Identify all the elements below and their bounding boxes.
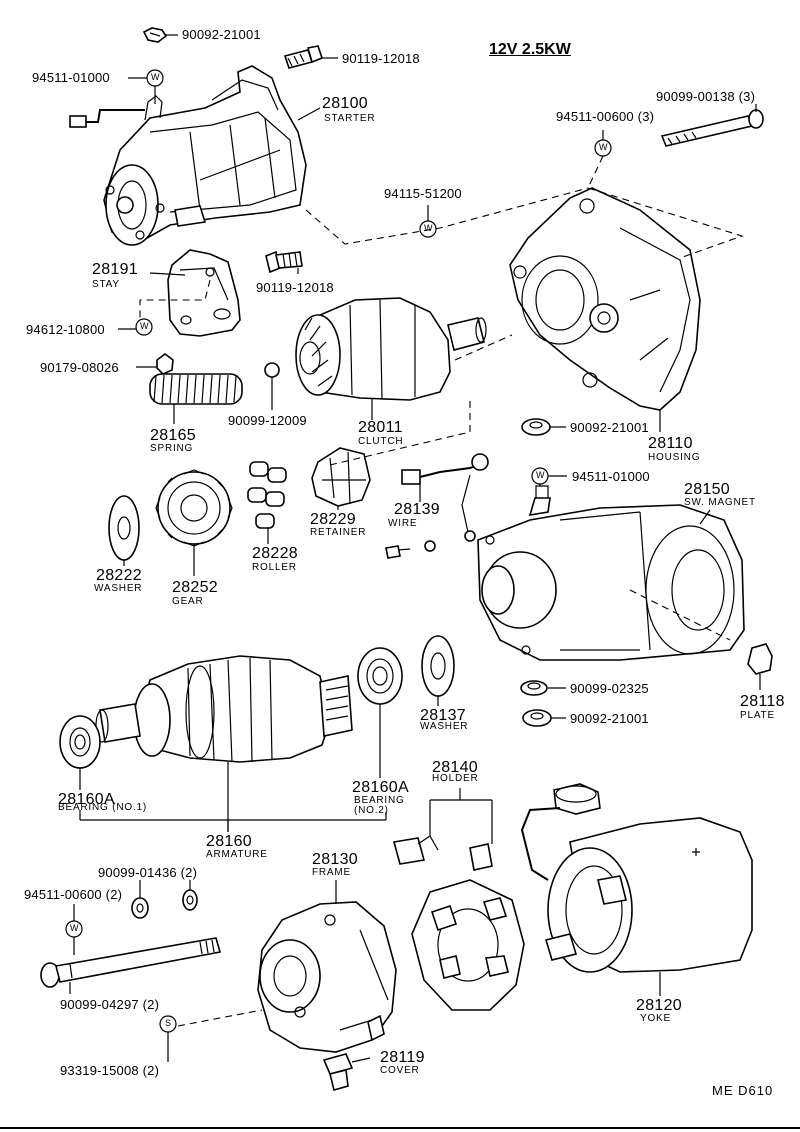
part-number-magnet: 28150: [684, 481, 730, 498]
part-number-plate: 28118: [740, 693, 785, 710]
diagram-code: ME D610: [712, 1083, 774, 1098]
part-number-nut-housing: 90092-21001: [570, 420, 649, 435]
part-number-screw: 93319-15008 (2): [60, 1063, 160, 1078]
washer-symbol-magnet: W: [536, 470, 546, 480]
part-name-frame: FRAME: [312, 867, 351, 878]
part-number-through-bolt: 90099-04297 (2): [60, 997, 160, 1012]
part-name-holder: HOLDER: [432, 773, 479, 784]
housing-drawing: [509, 187, 701, 411]
stay-bracket-drawing: [167, 249, 241, 337]
washer-symbol-bolt: W: [70, 923, 80, 933]
gear-washer-drawing: [108, 469, 233, 561]
yoke-drawing: [520, 783, 753, 973]
part-name-bearing1: BEARING (NO.1): [58, 802, 147, 813]
part-name-magnet: SW. MAGNET: [684, 497, 756, 508]
frame-washers-drawing: [131, 889, 198, 919]
bolt-stay-drawing: [265, 250, 303, 274]
rollers-drawing: [247, 461, 287, 529]
part-name-washer-arm: WASHER: [420, 721, 469, 732]
frame-drawing: [257, 901, 397, 1053]
part-name-stay: STAY: [92, 279, 120, 290]
part-number-bolt-top: 90119-12018: [342, 51, 420, 66]
clutch-drawing: [295, 297, 487, 401]
part-number-long-bolt: 90099-00138 (3): [656, 89, 756, 104]
part-name-washer-gear: WASHER: [94, 583, 143, 594]
part-number-clutch: 28011: [358, 419, 403, 436]
part-number-nut-magnet: 90092-21001: [570, 711, 649, 726]
dashed-assembly-lines: [139, 155, 744, 1027]
part-number-wire: 28139: [394, 501, 440, 518]
part-number-washer-mid: 94115-51200: [384, 186, 462, 201]
part-number-washer-gear: 28222: [96, 567, 142, 584]
part-number-retainer: 28229: [310, 511, 356, 528]
part-name-yoke: YOKE: [640, 1013, 671, 1024]
bolt-top-drawing: [283, 45, 323, 69]
cover-drawing: [322, 1053, 354, 1091]
part-number-spring: 28165: [150, 427, 196, 444]
washer-symbol-stay: W: [140, 321, 150, 331]
armature-drawing: [95, 655, 353, 763]
part-number-cover: 28119: [380, 1049, 425, 1066]
part-name-cover: COVER: [380, 1065, 420, 1076]
spring-drawing: [149, 373, 243, 405]
small-nut-ball-drawing: [156, 353, 280, 378]
part-name-plate: PLATE: [740, 710, 775, 721]
part-number-bearing2: 28160A: [352, 779, 409, 796]
through-bolt-drawing: [40, 937, 222, 988]
long-bolt-drawing: [660, 109, 764, 147]
part-number-gear: 28252: [172, 579, 218, 596]
part-number-frame: 28130: [312, 851, 358, 868]
diagram-title: 12V 2.5KW: [489, 41, 571, 58]
screw-symbol: S: [165, 1018, 172, 1028]
part-name-starter: STARTER: [324, 113, 376, 124]
part-name-housing: HOUSING: [648, 452, 701, 463]
part-number-roller: 28228: [252, 545, 298, 562]
part-number-ball: 90099-12009: [228, 413, 307, 428]
part-number-armature: 28160: [206, 833, 252, 850]
part-name-retainer: RETAINER: [310, 527, 367, 538]
part-name-bearing2-line2: (NO.2): [354, 805, 389, 816]
part-number-small-nut: 90179-08026: [40, 360, 119, 375]
part-name-armature: ARMATURE: [206, 849, 268, 860]
part-number-bolt-stay: 90119-12018: [256, 280, 334, 295]
part-name-gear: GEAR: [172, 596, 204, 607]
part-name-spring: SPRING: [150, 443, 194, 454]
part-number-washer-magnet: 94511-01000: [572, 469, 650, 484]
washer-symbol-mid: W: [424, 223, 434, 233]
part-number-washer-bolt: 94511-00600 (2): [24, 887, 123, 902]
plate-drawing: [747, 643, 773, 675]
bearings-drawing: [59, 635, 455, 769]
starter-assembly-drawing: [69, 65, 307, 246]
part-number-lock-washer: 90099-02325: [570, 681, 649, 696]
part-name-bearing2: BEARING: [354, 795, 405, 806]
washer-symbol-long: W: [599, 142, 609, 152]
part-number-nut-top: 90092-21001: [182, 27, 261, 42]
part-name-roller: ROLLER: [252, 562, 297, 573]
part-number-stay: 28191: [92, 261, 138, 278]
holder-drawing: [392, 799, 525, 1011]
retainer-drawing: [311, 447, 371, 507]
part-number-washer-frame: 90099-01436 (2): [98, 865, 198, 880]
part-number-washer-starter: 94511-01000: [32, 70, 110, 85]
nut-top-drawing: [142, 27, 168, 43]
part-number-housing: 28110: [648, 435, 693, 452]
part-name-wire: WIRE: [388, 518, 418, 529]
part-number-washer-stay: 94612-10800: [26, 322, 105, 337]
wire-drawing: [401, 453, 489, 542]
screws-drawing: [385, 540, 436, 559]
part-number-washer-arm: 28137: [420, 707, 466, 724]
part-number-holder: 28140: [432, 759, 478, 776]
washer-symbol-starter: W: [151, 72, 161, 82]
leader-lines: [69, 34, 761, 1063]
part-number-bearing1: 28160A: [58, 791, 115, 808]
part-name-clutch: CLUTCH: [358, 436, 404, 447]
part-number-yoke: 28120: [636, 997, 682, 1014]
part-number-washer-long: 94511-00600 (3): [556, 109, 655, 124]
part-number-starter: 28100: [322, 95, 368, 112]
sw-magnet-drawing: [477, 485, 745, 661]
